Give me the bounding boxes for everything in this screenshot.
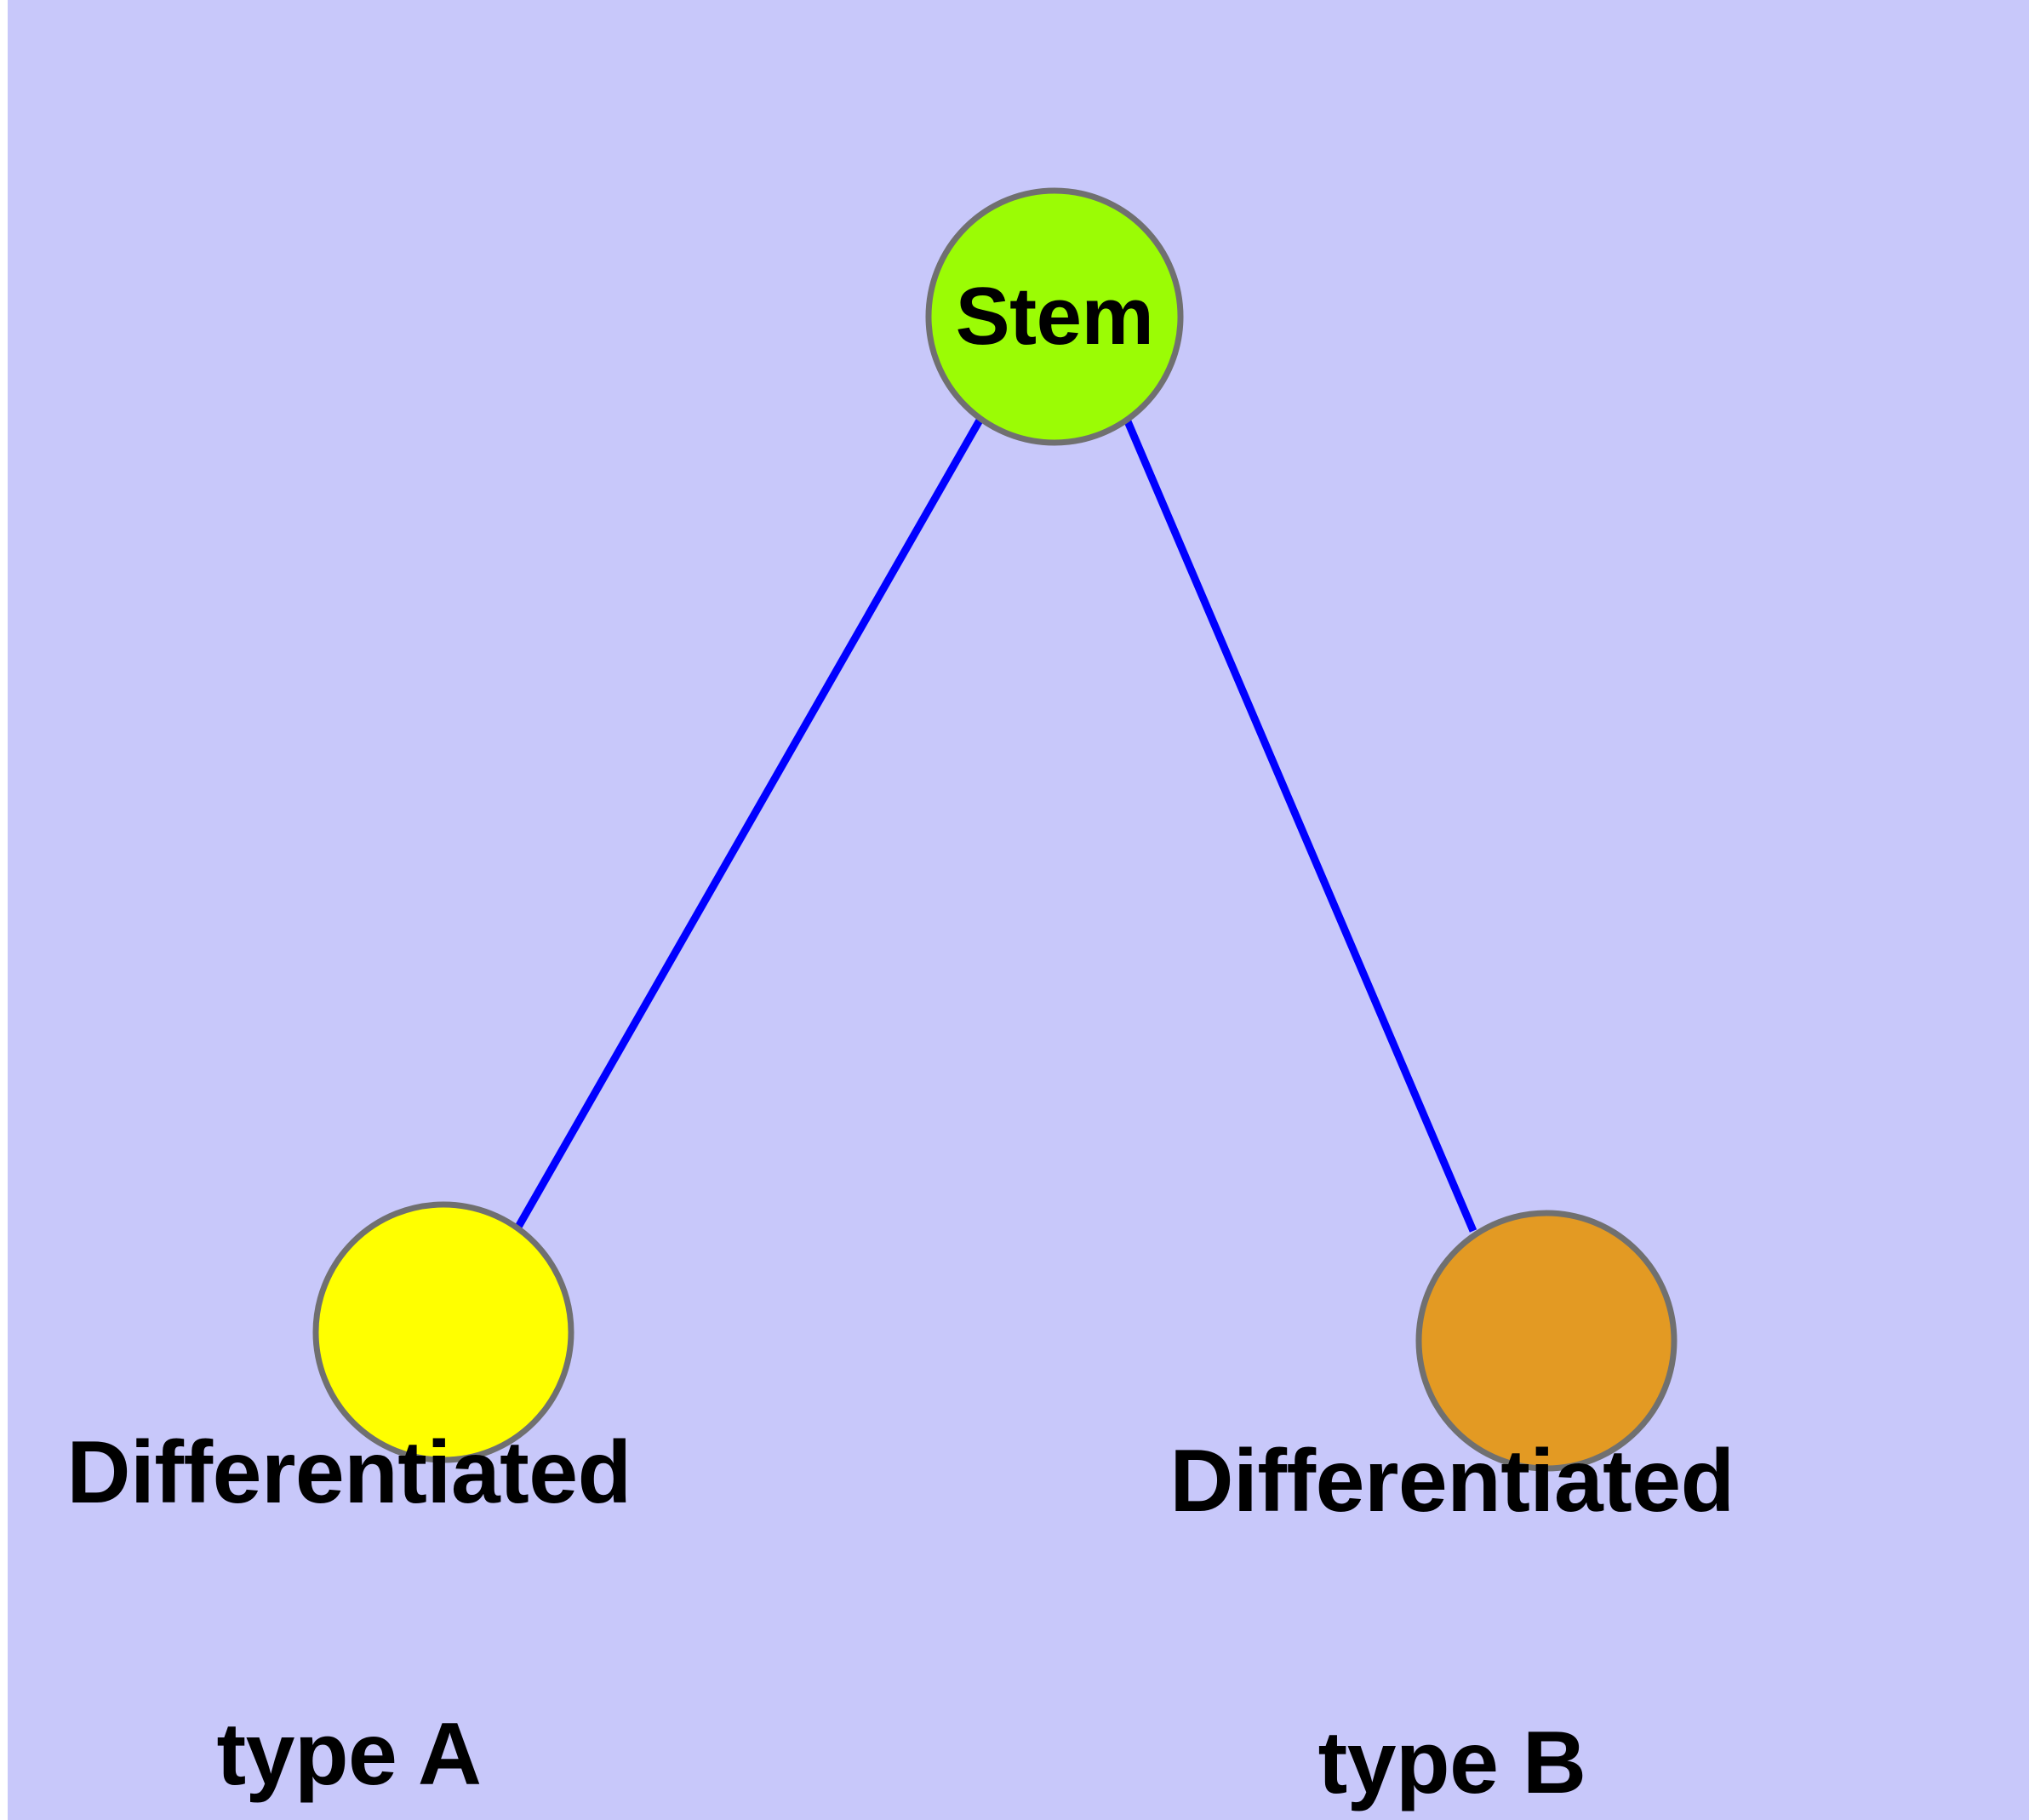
node-differentiated-type-a[interactable] [312,1201,574,1463]
edge-stem-to-diff-a[interactable] [514,416,984,1231]
edges-group [514,414,1477,1233]
node-stem[interactable] [925,187,1184,446]
node-differentiated-type-b[interactable] [1415,1210,1677,1472]
edge-stem-to-diff-b[interactable] [1121,414,1477,1233]
nodes-group [312,187,1677,1472]
